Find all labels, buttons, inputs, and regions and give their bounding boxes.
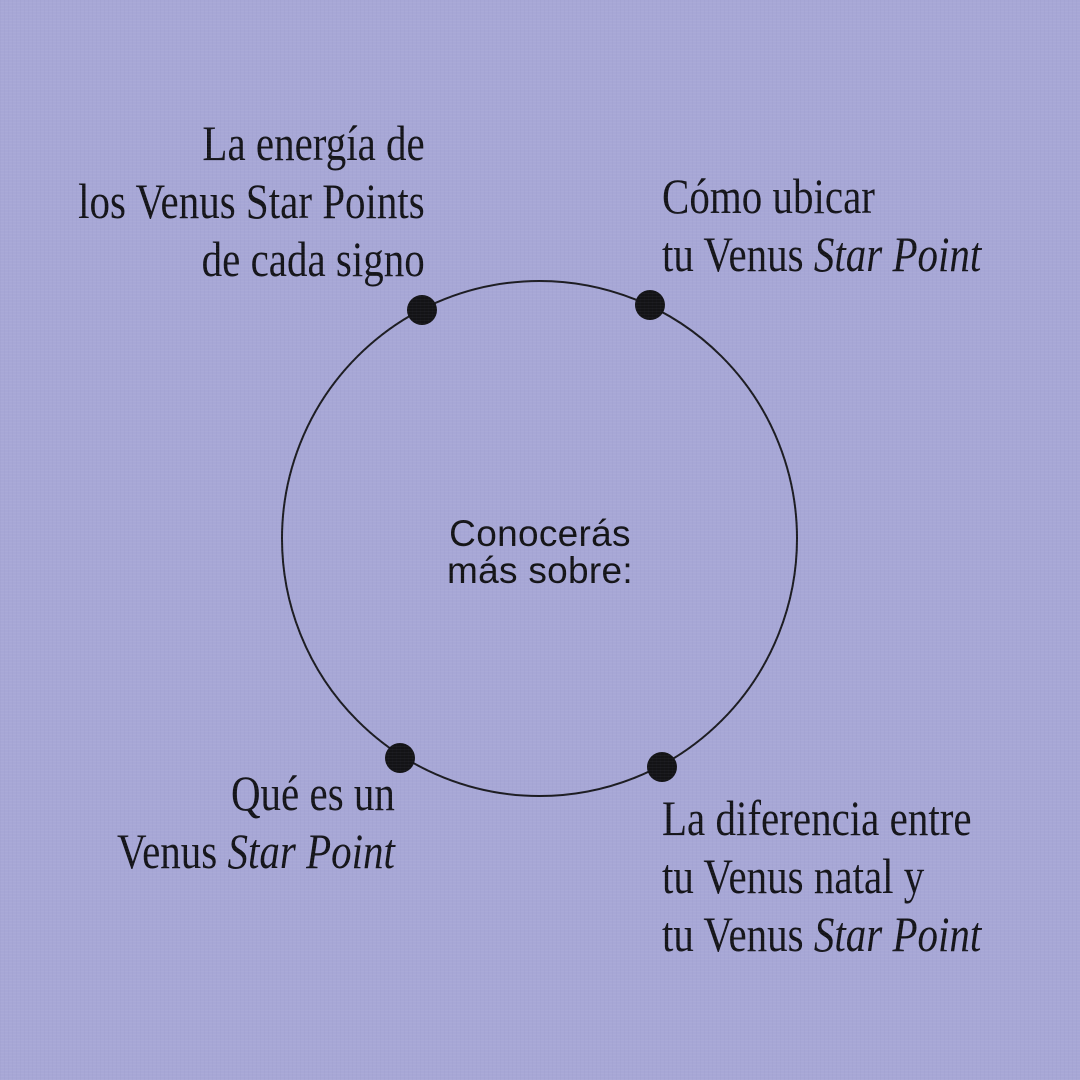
label-line: Qué es un — [231, 765, 395, 821]
center-title-line: más sobre: — [446, 550, 634, 591]
node-label-bottom-right: La diferencia entre tu Venus natal y tu … — [662, 789, 981, 963]
center-title-line: Conocerás — [449, 513, 631, 554]
label-line: tu Venus Star Point — [662, 226, 982, 282]
node-dot-top-right — [635, 290, 665, 320]
topic-circle — [281, 280, 798, 797]
label-line: La diferencia entre — [662, 790, 972, 846]
center-title: Conocerás más sobre: — [447, 515, 633, 589]
label-line: Cómo ubicar — [662, 168, 875, 224]
label-line: de cada signo — [201, 231, 425, 287]
node-dot-bottom-left — [385, 743, 415, 773]
label-line: La energía de — [202, 115, 425, 171]
node-label-top-left: La energía de los Venus Star Points de c… — [78, 114, 425, 288]
node-label-bottom-left: Qué es un Venus Star Point — [117, 764, 395, 880]
label-line: tu Venus natal y — [662, 848, 925, 904]
node-dot-bottom-right — [647, 752, 677, 782]
label-line: Venus Star Point — [117, 823, 395, 879]
label-line: los Venus Star Points — [78, 173, 425, 229]
label-line: tu Venus Star Point — [662, 906, 982, 962]
node-dot-top-left — [407, 295, 437, 325]
node-label-top-right: Cómo ubicar tu Venus Star Point — [662, 167, 981, 283]
